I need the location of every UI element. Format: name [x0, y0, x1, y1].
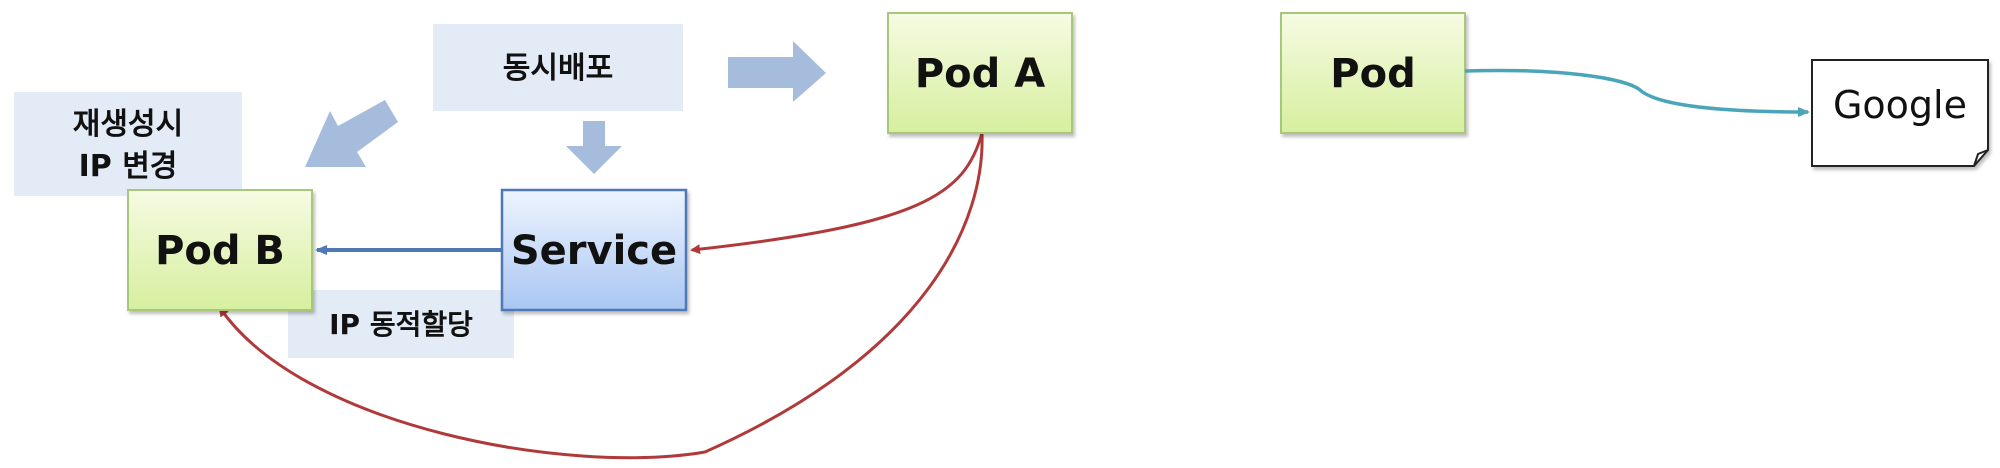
block-arrow-right-to-pod-a: [728, 41, 826, 102]
service-label: Service: [511, 228, 677, 274]
recreate-ip-change-text-line2: IP 변경: [79, 149, 178, 184]
recreate-ip-change-label: 재생성시 IP 변경: [14, 92, 242, 196]
pod-a-to-service-arrow: [690, 132, 984, 255]
pod-a-label: Pod A: [915, 51, 1045, 97]
google-box[interactable]: Google: [1811, 59, 1989, 167]
pod-box[interactable]: Pod: [1280, 12, 1466, 134]
pod-a-to-pod-b-arrow: [218, 132, 984, 460]
pod-label: Pod: [1330, 51, 1415, 97]
ip-dynamic-assign-label: IP 동적할당: [288, 290, 514, 358]
recreate-ip-change-text-line1: 재생성시: [73, 107, 183, 142]
service-box[interactable]: Service: [500, 188, 688, 312]
simultaneous-deploy-text: 동시배포: [503, 51, 613, 86]
block-arrow-down-left-to-pod-b: [305, 100, 398, 167]
pod-b-label: Pod B: [155, 228, 285, 274]
pod-to-google-arrow: [1464, 68, 1810, 117]
google-label: Google: [1833, 83, 1967, 127]
simultaneous-deploy-label: 동시배포: [433, 24, 683, 111]
block-arrow-down-to-service: [566, 121, 622, 174]
pod-a-box[interactable]: Pod A: [887, 12, 1073, 134]
pod-b-box[interactable]: Pod B: [127, 189, 313, 311]
ip-dynamic-assign-text: IP 동적할당: [329, 308, 473, 341]
